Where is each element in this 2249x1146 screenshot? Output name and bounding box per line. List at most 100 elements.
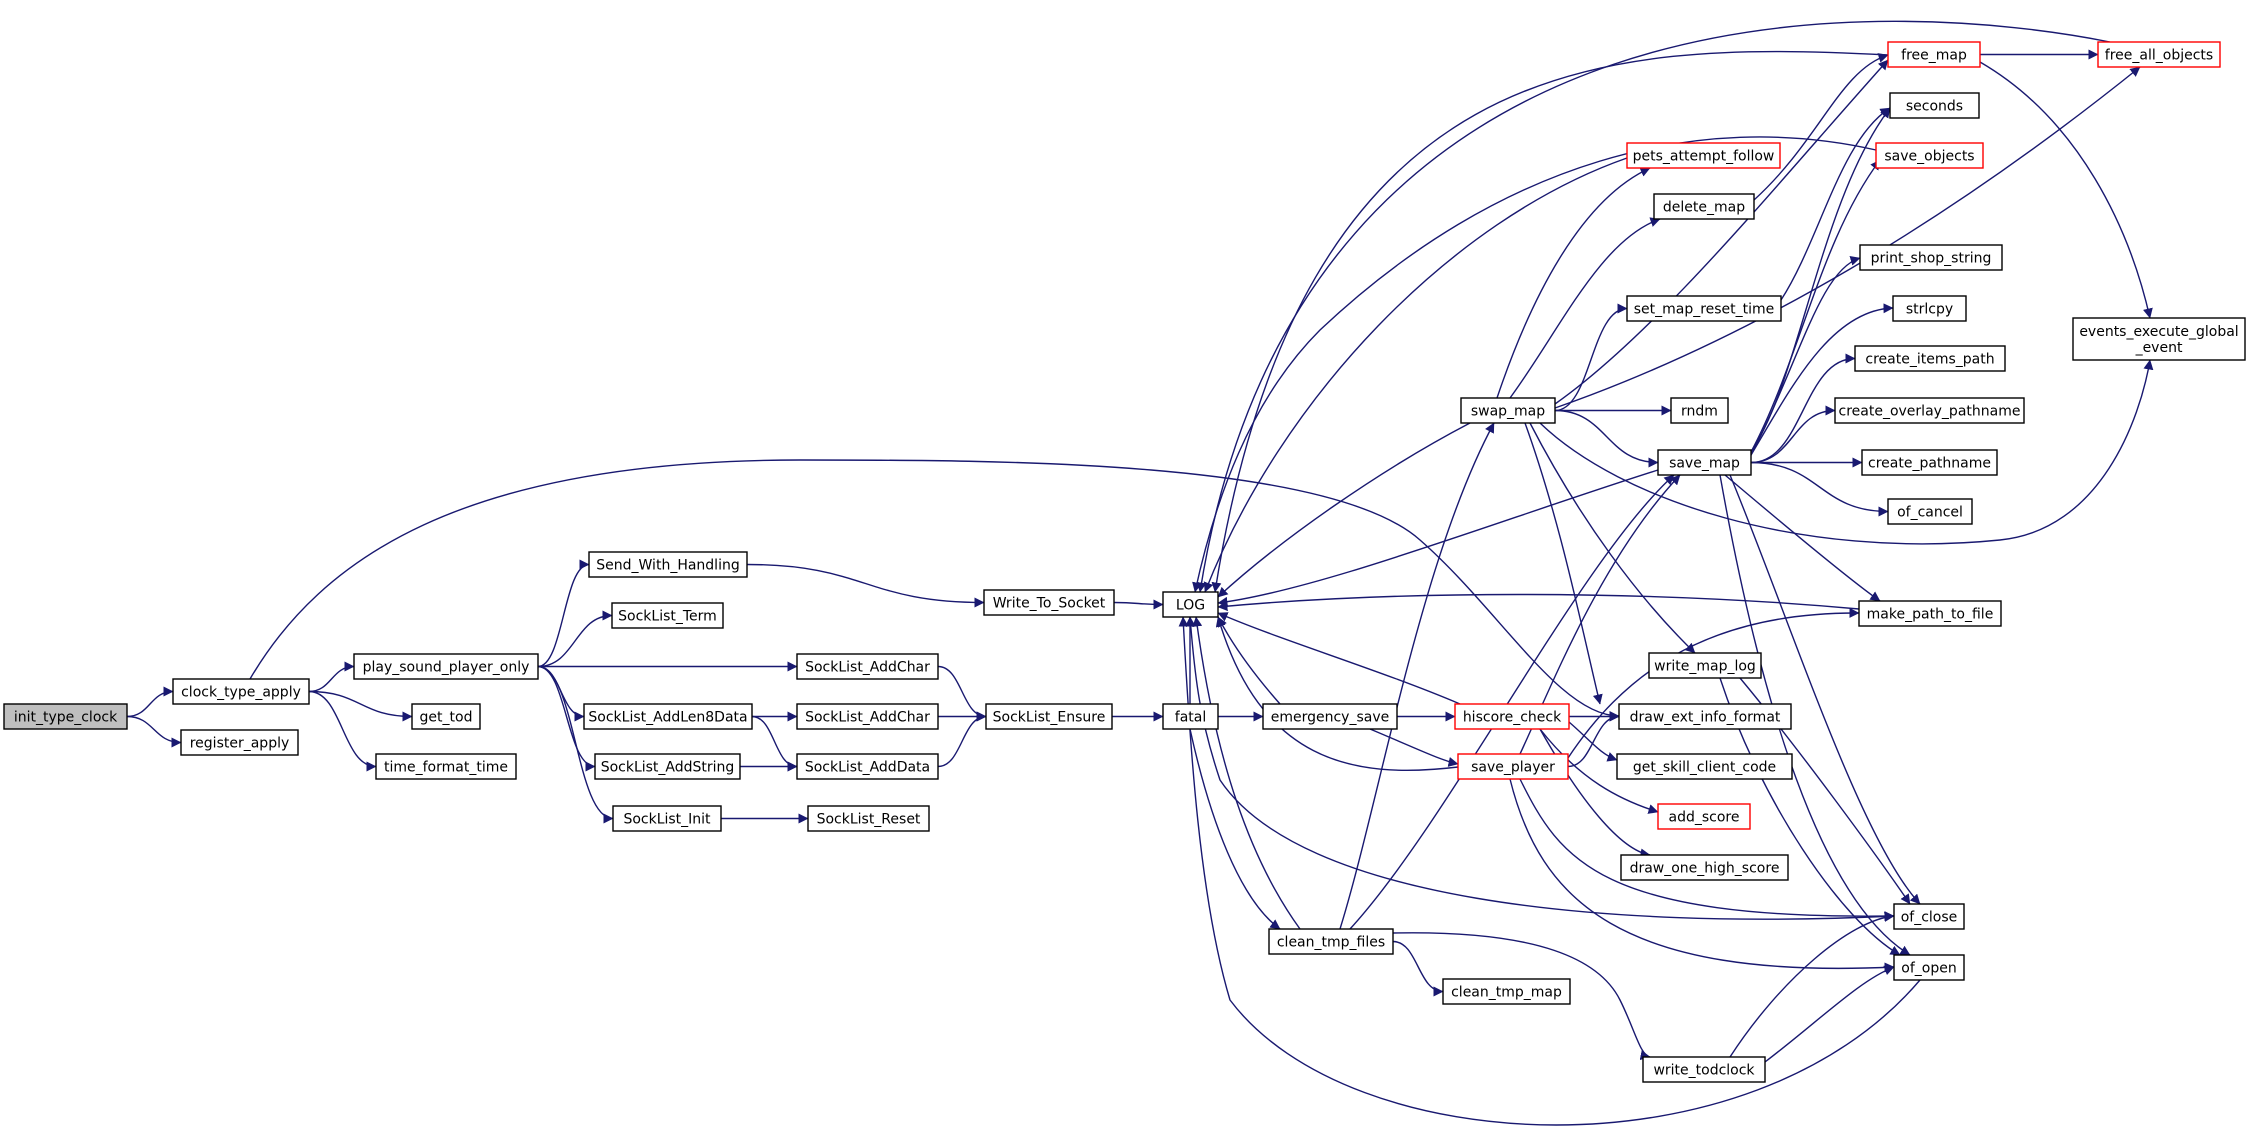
node-label: SockList_Reset: [817, 812, 921, 828]
node-events-execute-global-event[interactable]: events_execute_global_event: [2072, 317, 2246, 361]
node-create-pathname[interactable]: create_pathname: [1861, 449, 1998, 476]
node-rndm[interactable]: rndm: [1670, 397, 1729, 424]
node-box: [796, 753, 939, 780]
node-box: [588, 551, 748, 578]
node-box: [1442, 978, 1571, 1005]
node-box: [583, 703, 753, 730]
edge-write_todclock-to-of_open: [1764, 965, 1895, 1063]
node-label: seconds: [1906, 99, 1963, 115]
node-send-with-handling[interactable]: Send_With_Handling: [588, 551, 748, 578]
node-get-tod[interactable]: get_tod: [411, 703, 481, 730]
edge-clock_type_apply-to-time_format_time: [308, 690, 377, 772]
node-socklist-reset[interactable]: SockList_Reset: [807, 805, 930, 832]
node-create-items-path[interactable]: create_items_path: [1854, 345, 2006, 372]
node-clean-tmp-files[interactable]: clean_tmp_files: [1268, 928, 1394, 955]
node-clock-type-apply[interactable]: clock_type_apply: [172, 678, 310, 705]
node-play-sound-player-only[interactable]: play_sound_player_only: [353, 653, 539, 680]
node-socklist-addlen8data[interactable]: SockList_AddLen8Data: [583, 703, 753, 730]
node-save-player[interactable]: save_player: [1457, 753, 1569, 780]
node-fatal[interactable]: fatal: [1162, 703, 1219, 730]
edge-delete_map-to-free_map: [1753, 53, 1889, 201]
node-draw-ext-info-format[interactable]: draw_ext_info_format: [1618, 703, 1792, 730]
node-of-open[interactable]: of_open: [1893, 954, 1965, 981]
node-time-format-time[interactable]: time_format_time: [375, 753, 517, 780]
edge-play_sound_player_only-to-SockList_AddString: [537, 665, 596, 772]
edge-hiscore_check-to-add_score: [1539, 728, 1659, 814]
node-register-apply[interactable]: register_apply: [180, 729, 299, 756]
node-box: [1626, 295, 1782, 322]
node-get-skill-client-code[interactable]: get_skill_client_code: [1616, 753, 1793, 780]
node-write-to-socket[interactable]: Write_To_Socket: [983, 589, 1115, 616]
node-free-map[interactable]: free_map: [1887, 41, 1981, 68]
edge-hiscore_check-to-LOG: [1217, 612, 1461, 705]
node-socklist-ensure[interactable]: SockList_Ensure: [985, 703, 1113, 730]
node-print-shop-string[interactable]: print_shop_string: [1859, 244, 2003, 271]
node-socklist-addstring[interactable]: SockList_AddString: [594, 753, 741, 780]
node-clean-tmp-map[interactable]: clean_tmp_map: [1442, 978, 1571, 1005]
edge-save_map-to-strlcpy: [1750, 303, 1894, 456]
node-box: [411, 703, 481, 730]
node-socklist-addchar-b[interactable]: SockList_AddChar: [796, 703, 939, 730]
node-emergency-save[interactable]: emergency_save: [1262, 703, 1398, 730]
node-label: of_close: [1901, 910, 1958, 926]
edge-clean_tmp_files-to-write_todclock: [1392, 932, 1651, 1061]
edge-play_sound_player_only-to-SockList_Init: [537, 665, 614, 824]
node-hiscore-check[interactable]: hiscore_check: [1454, 703, 1570, 730]
node-socklist-term[interactable]: SockList_Term: [611, 602, 724, 629]
edge-save_player-to-draw_ext_info_format: [1567, 711, 1620, 768]
node-label: SockList_AddChar: [805, 710, 930, 726]
node-write-todclock[interactable]: write_todclock: [1642, 1056, 1766, 1083]
node-box: [1858, 600, 2002, 627]
node-write-map-log[interactable]: write_map_log: [1648, 652, 1762, 679]
node-save-map[interactable]: save_map: [1657, 449, 1752, 476]
node-label: set_map_reset_time: [1634, 302, 1775, 318]
edge-save_map-to-of_close: [1729, 474, 1921, 905]
node-box: [1457, 753, 1569, 780]
node-box: [1616, 753, 1793, 780]
edge-swap_map-to-write_map_log: [1529, 422, 1696, 654]
node-add-score[interactable]: add_score: [1657, 803, 1751, 830]
node-draw-one-high-score[interactable]: draw_one_high_score: [1620, 854, 1789, 881]
node-label: get_skill_client_code: [1633, 760, 1776, 776]
node-init-type-clock[interactable]: init_type_clock: [3, 703, 128, 730]
node-make-path-to-file[interactable]: make_path_to_file: [1858, 600, 2002, 627]
node-log[interactable]: LOG: [1162, 591, 1219, 618]
edge-save_map-to-of_open: [1719, 474, 1911, 956]
node-box: [1653, 193, 1755, 220]
node-layer: init_type_clock clock_type_apply register_…: [3, 41, 2246, 1083]
edge-save_player-to-of_close: [1519, 778, 1895, 922]
node-strlcpy[interactable]: strlcpy: [1892, 295, 1967, 322]
node-box: [1620, 854, 1789, 881]
node-delete-map[interactable]: delete_map: [1653, 193, 1755, 220]
node-of-cancel[interactable]: of_cancel: [1887, 498, 1973, 525]
node-seconds[interactable]: seconds: [1889, 92, 1980, 119]
node-box: [375, 753, 517, 780]
node-box: [1859, 244, 2003, 271]
edge-swap_map-to-draw_ext_info_format: [1524, 422, 1603, 705]
node-socklist-init[interactable]: SockList_Init: [612, 805, 722, 832]
node-label: hiscore_check: [1463, 710, 1562, 726]
node-label: swap_map: [1471, 404, 1545, 420]
node-box: [1670, 397, 1729, 424]
node-set-map-reset-time[interactable]: set_map_reset_time: [1626, 295, 1782, 322]
node-of-close[interactable]: of_close: [1893, 903, 1965, 930]
node-label: print_shop_string: [1871, 251, 1992, 267]
edge-save_objects-to-LOG: [1192, 136, 1877, 593]
node-pets-attempt-follow[interactable]: pets_attempt_follow: [1626, 142, 1781, 169]
node-box: [1657, 803, 1751, 830]
edge-of_close-to-LOG: [1185, 616, 1895, 920]
node-label: rndm: [1681, 404, 1718, 420]
node-label: play_sound_player_only: [363, 660, 530, 676]
node-label: _event: [2135, 340, 2183, 356]
node-box: [1642, 1056, 1766, 1083]
node-box: [1887, 41, 1981, 68]
node-socklist-adddata[interactable]: SockList_AddData: [796, 753, 939, 780]
edge-swap_map-to-delete_map: [1509, 217, 1661, 399]
node-create-overlay-pathname[interactable]: create_overlay_pathname: [1834, 397, 2025, 424]
node-save-objects[interactable]: save_objects: [1875, 142, 1984, 169]
node-box: [594, 753, 741, 780]
edge-save_player-to-make_path_to_file: [1567, 607, 1860, 759]
node-swap-map[interactable]: swap_map: [1460, 397, 1556, 424]
node-socklist-addchar-a[interactable]: SockList_AddChar: [796, 653, 939, 680]
node-free-all-objects[interactable]: free_all_objects: [2097, 41, 2221, 68]
